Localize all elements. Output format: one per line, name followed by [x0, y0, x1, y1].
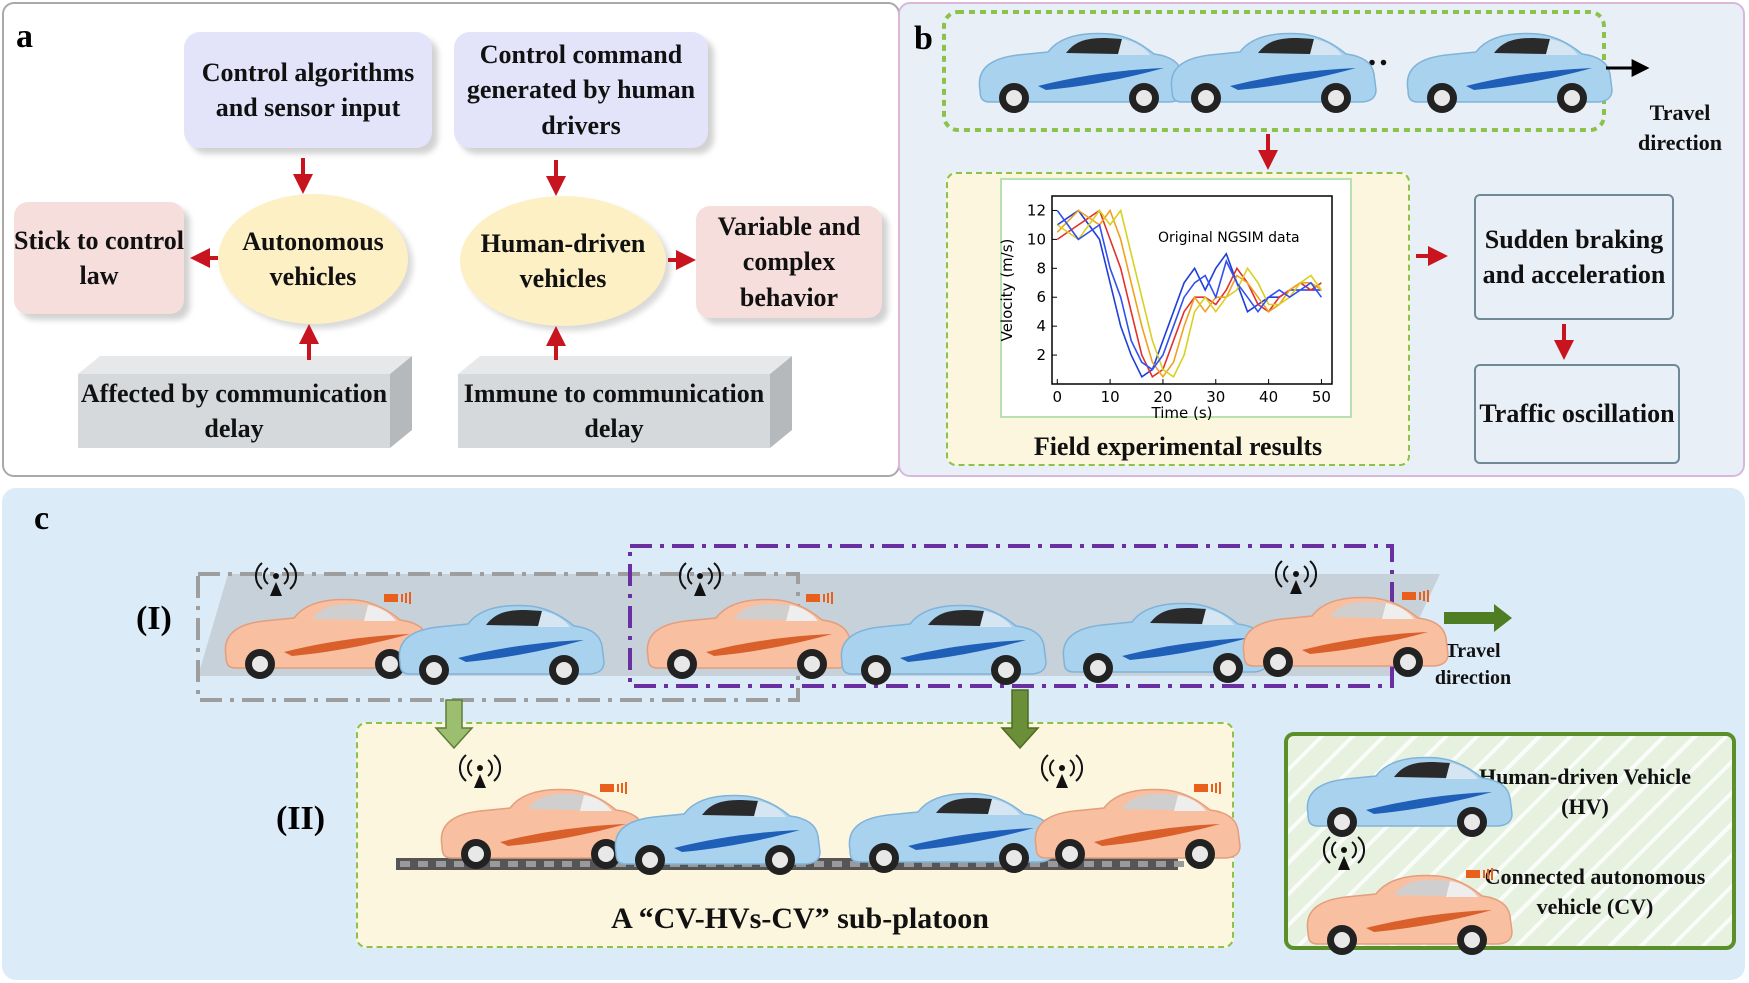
down-arrow-1 [434, 699, 474, 750]
road-mark [958, 861, 968, 867]
legend-antenna [1322, 836, 1366, 871]
results-caption: Field experimental results [1033, 432, 1323, 461]
road-mark [904, 861, 914, 867]
x-tick-label: 20 [1153, 388, 1172, 406]
road-mark [526, 861, 536, 867]
road-mark [976, 861, 986, 867]
road-mark [454, 861, 464, 867]
x-axis-label: Time (s) [1151, 404, 1213, 422]
row-2-label: (II) [276, 800, 326, 837]
legend-hv-car [1306, 756, 1513, 838]
immune-to-delay-box: Immune to communication delay [458, 374, 770, 448]
row-1-label: (I) [136, 600, 172, 637]
b-car-3 [1406, 32, 1613, 114]
y-tick-label: 8 [1036, 259, 1046, 277]
x-tick-label: 0 [1053, 388, 1063, 406]
autonomous-vehicles-ellipse: Autonomous vehicles [218, 194, 408, 324]
c-travel-direction: Travel direction [1434, 640, 1512, 689]
road-mark [490, 861, 500, 867]
x-tick-label: 40 [1259, 388, 1278, 406]
stick-to-control-law-box: Stick to control law [14, 202, 184, 314]
sub-platoon-caption: A “CV-HVs-CV” sub-platoon [611, 902, 989, 935]
panel-c-label: c [34, 500, 50, 537]
road-mark [1174, 861, 1184, 867]
road-mark [436, 861, 446, 867]
delay-box-3d-sides [78, 356, 792, 448]
b-travel-direction: Travel direction [1638, 100, 1722, 155]
c2-antenna-1 [458, 754, 502, 789]
road-mark [850, 861, 860, 867]
legend-cv-car [1306, 867, 1513, 956]
x-tick-label: 50 [1312, 388, 1331, 406]
y-tick-label: 6 [1036, 288, 1046, 306]
road-mark [1102, 861, 1112, 867]
road-mark [508, 861, 518, 867]
road-mark [562, 861, 572, 867]
road-mark [940, 861, 950, 867]
legend-cv-label: Connected autonomous vehicle (CV) [1484, 864, 1706, 919]
road-mark [994, 861, 1004, 867]
sudden-braking-box: Sudden braking and acceleration [1474, 194, 1674, 320]
down-arrow-2 [1000, 689, 1040, 750]
chart-series-line-5 [1056, 210, 1323, 371]
chart-series-line-2 [1056, 209, 1322, 378]
y-tick-label: 2 [1036, 346, 1046, 364]
traffic-oscillation-box: Traffic oscillation [1474, 364, 1680, 464]
chart-series-line-4 [1056, 208, 1323, 378]
human-command-box: Control command generated by human drive… [454, 32, 708, 148]
road-mark [1030, 861, 1040, 867]
road-mark [1120, 861, 1130, 867]
b-car-1 [978, 32, 1185, 114]
y-tick-label: 10 [1027, 230, 1046, 248]
b-car-2 [1170, 32, 1377, 114]
road-mark [580, 861, 590, 867]
road-mark [1138, 861, 1148, 867]
control-algorithms-box: Control algorithms and sensor input [184, 32, 432, 148]
c2-hv-car-1 [614, 794, 821, 876]
c2-cv-car-1 [440, 781, 647, 870]
chart-annotation: Original NGSIM data [1158, 230, 1300, 246]
chart-plot-area [1051, 195, 1333, 385]
panel-a-arrows [190, 158, 696, 360]
y-axis-label: Velocity (m/s) [998, 239, 1016, 342]
x-tick-label: 10 [1101, 388, 1120, 406]
c2-cv-car-2 [1034, 781, 1241, 870]
c2-hv-car-2 [848, 792, 1055, 874]
road-mark [832, 861, 842, 867]
panel-a-label: a [16, 18, 33, 55]
road-mark [1048, 861, 1058, 867]
panel-b-label: b [914, 20, 933, 57]
affected-by-delay-box: Affected by communication delay [78, 374, 390, 448]
y-tick-label: 4 [1036, 317, 1046, 335]
road-mark [1084, 861, 1094, 867]
c-travel-arrow [1444, 604, 1512, 632]
legend-hv-label: Human-driven Vehicle (HV) [1478, 764, 1692, 819]
road-mark [400, 861, 410, 867]
human-driven-vehicles-ellipse: Human-driven vehicles [460, 196, 666, 326]
road-mark [814, 861, 824, 867]
road-mark [1156, 861, 1166, 867]
road-mark [922, 861, 932, 867]
variable-behavior-box: Variable and complex behavior [696, 206, 882, 318]
panel-b-arrows [1258, 134, 1574, 360]
x-tick-label: 30 [1206, 388, 1225, 406]
road-mark [418, 861, 428, 867]
road-mark [544, 861, 554, 867]
c2-antenna-2 [1040, 754, 1084, 789]
y-tick-label: 12 [1027, 201, 1046, 219]
